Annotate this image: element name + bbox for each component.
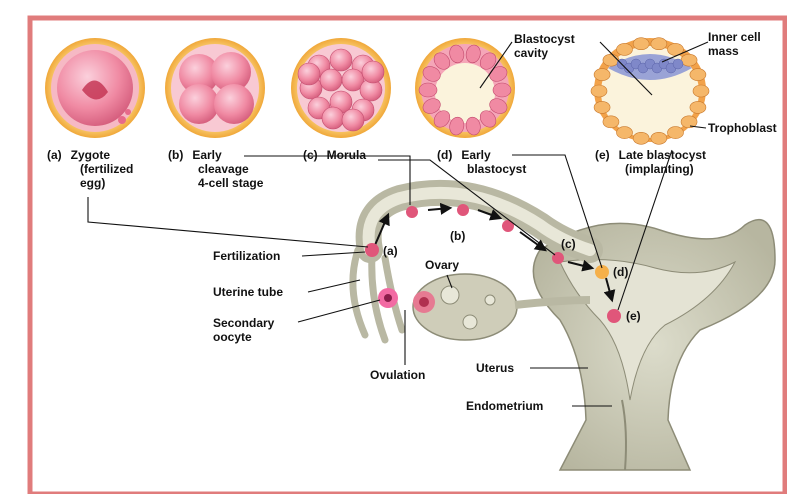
secondary-oocyte-line2: oocyte: [213, 330, 274, 344]
stage-c-label: (c) Morula: [303, 148, 366, 162]
stage-e-tag: (e): [595, 148, 610, 162]
inner-cell-mass-cell: [673, 59, 683, 69]
secondary-oocyte-label: Secondary oocyte: [213, 316, 274, 344]
stage-b-line3: 4-cell stage: [198, 176, 263, 190]
inner-cell-mass-line2: mass: [708, 44, 761, 58]
trophoblast-cell: [493, 83, 511, 97]
stage-e-label: (e) Late blastocyst (implanting): [595, 148, 706, 176]
trophoblast-cell: [651, 38, 667, 50]
early-blastocyst-illustration: [415, 38, 515, 138]
stage-c-tag: (c): [303, 148, 318, 162]
four-cell-illustration: [165, 38, 265, 138]
stage-b-line2: cleavage: [198, 162, 263, 176]
late-blastocyst-illustration: [591, 38, 709, 145]
morula-cell: [330, 49, 352, 71]
ovulation-site: [413, 291, 435, 313]
trophoblast-cell: [617, 127, 633, 139]
stage-e-line2: (implanting): [625, 162, 706, 176]
endometrium-label: Endometrium: [466, 399, 543, 413]
path-marker-c: (c): [561, 237, 576, 251]
path-marker-e: (e): [626, 309, 641, 323]
trophoblast-cell: [419, 83, 437, 97]
morula-illustration: [291, 38, 391, 138]
path-marker-b: (b): [450, 229, 465, 243]
blastocyst-cavity-label: Blastocyst cavity: [514, 32, 575, 60]
stage-a-line1: Zygote: [71, 148, 110, 162]
ovary-label: Ovary: [425, 258, 459, 272]
trophoblast-label: Trophoblast: [708, 121, 777, 135]
trophoblast-cell: [591, 85, 607, 97]
morula-cell: [320, 69, 342, 91]
trophoblast-cell: [651, 132, 667, 144]
uterus-label: Uterus: [476, 361, 514, 375]
trophoblast-cell: [681, 54, 697, 66]
stage-b-tag: (b): [168, 148, 183, 162]
stage-b-label: (b) Early cleavage 4-cell stage: [168, 148, 263, 190]
stage-d-line2: blastocyst: [467, 162, 526, 176]
blastocyst-cavity-line1: Blastocyst: [514, 32, 575, 46]
trophoblast-cell: [594, 69, 610, 81]
uterine-tube-label: Uterine tube: [213, 285, 283, 299]
morula-cell: [322, 107, 344, 129]
blastocyst-cavity-line2: cavity: [514, 46, 575, 60]
stage-d-tag: (d): [437, 148, 452, 162]
stage-a-tag: (a): [47, 148, 62, 162]
fertilization-label: Fertilization: [213, 249, 280, 263]
trophoblast-cell: [603, 116, 619, 128]
stage-d-line1: Early: [461, 148, 490, 162]
trophoblast-cell: [690, 101, 706, 113]
trophoblast-cell: [693, 85, 709, 97]
morula-cell: [362, 61, 384, 83]
trophoblast-cell: [617, 43, 633, 55]
trophoblast-cell: [633, 132, 649, 144]
trophoblast-cell: [633, 38, 649, 50]
stage-a-label: (a) Zygote (fertilized egg): [47, 148, 133, 190]
inner-cell-mass-line1: Inner cell: [708, 30, 761, 44]
uterus-anatomy: [353, 193, 775, 470]
secondary-oocyte-cell: [378, 288, 398, 308]
stage-a-line2: (fertilized: [80, 162, 133, 176]
stage-a-line3: egg): [80, 176, 133, 190]
stage-e-line1: Late blastocyst: [619, 148, 706, 162]
trophoblast-cell: [668, 127, 684, 139]
path-marker-a: (a): [383, 244, 398, 258]
ovulation-label: Ovulation: [370, 368, 425, 382]
zygote-illustration: [45, 38, 145, 138]
stage-d-label: (d) Early blastocyst: [437, 148, 526, 176]
secondary-oocyte-line1: Secondary: [213, 316, 274, 330]
stage-c-line1: Morula: [327, 148, 366, 162]
trophoblast-cell: [594, 101, 610, 113]
trophoblast-cell: [603, 54, 619, 66]
trophoblast-cell: [690, 69, 706, 81]
morula-cell: [342, 109, 364, 131]
stage-b-line1: Early: [192, 148, 221, 162]
inner-cell-mass-label: Inner cell mass: [708, 30, 761, 58]
path-marker-d: (d): [613, 265, 628, 279]
morula-cell: [298, 63, 320, 85]
